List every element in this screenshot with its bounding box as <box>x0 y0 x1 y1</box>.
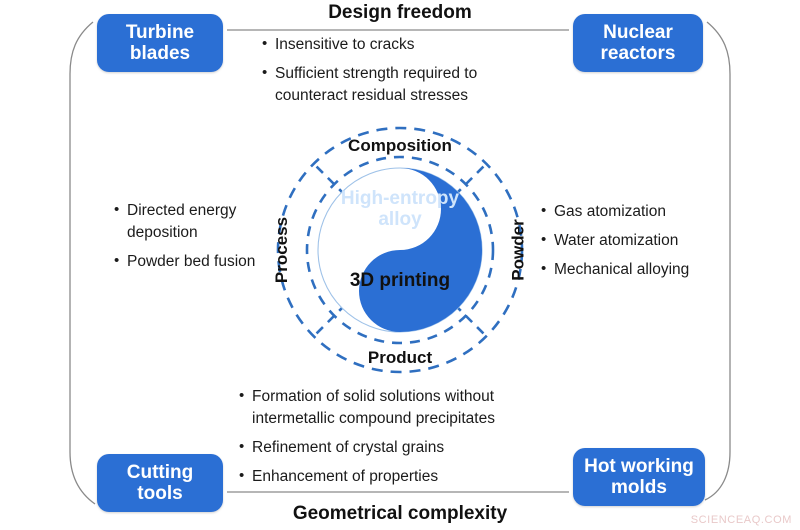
bullet-list-powder: Gas atomization Water atomization Mechan… <box>541 200 726 281</box>
sector-label-powder: Powder <box>508 219 527 281</box>
frame-left-edge <box>69 21 96 505</box>
heading-geometrical-complexity: Geometrical complexity <box>292 503 508 524</box>
outer-dashed-ring <box>276 126 524 374</box>
sector-label-composition: Composition <box>348 136 452 155</box>
box-turbine-blades[interactable]: Turbine blades <box>97 14 223 72</box>
core-label-high-entropy-alloy: High-entropy alloy <box>340 188 460 231</box>
box-nuclear-reactors-line2: reactors <box>600 43 676 64</box>
list-item: Insensitive to cracks <box>262 33 552 56</box>
box-nuclear-reactors-line1: Nuclear <box>603 21 673 43</box>
bullet-list-process: Directed energy deposition Powder bed fu… <box>114 199 284 273</box>
watermark: SCIENCEAQ.COM <box>690 514 792 526</box>
box-turbine-blades-line2: blades <box>129 43 191 64</box>
list-item: Powder bed fusion <box>114 250 284 273</box>
sector-label-product: Product <box>367 348 433 367</box>
bullet-list-design-freedom: Insensitive to cracks Sufficient strengt… <box>262 33 552 107</box>
box-turbine-blades-line1: Turbine <box>125 21 195 43</box>
box-cutting-tools-line1: Cutting <box>126 461 194 483</box>
bullet-list-product: Formation of solid solutions without int… <box>239 385 569 488</box>
list-item: Gas atomization <box>541 200 726 223</box>
center-wheel: Composition Product Process Powder High-… <box>272 122 528 378</box>
yin-yang-blue-half <box>359 168 482 332</box>
box-nuclear-reactors[interactable]: Nuclear reactors <box>573 14 703 72</box>
list-item: Formation of solid solutions without int… <box>239 385 569 430</box>
box-hot-working-molds[interactable]: Hot working molds <box>573 448 705 506</box>
box-cutting-tools[interactable]: Cutting tools <box>97 454 223 512</box>
core-label-3d-printing: 3D printing <box>349 270 451 291</box>
sector-label-process: Process <box>272 216 291 284</box>
list-item: Mechanical alloying <box>541 258 726 281</box>
list-item: Directed energy deposition <box>114 199 284 244</box>
inner-dashed-ring <box>305 155 495 345</box>
list-item: Sufficient strength required to countera… <box>262 62 552 107</box>
heading-design-freedom: Design freedom <box>328 2 472 23</box>
list-item: Refinement of crystal grains <box>239 436 569 459</box>
box-cutting-tools-line2: tools <box>137 483 183 504</box>
wheel-rings <box>276 126 524 374</box>
box-hot-working-molds-line1: Hot working <box>584 455 694 477</box>
list-item: Water atomization <box>541 229 726 252</box>
box-hot-working-molds-line2: molds <box>611 477 667 498</box>
list-item: Enhancement of properties <box>239 465 569 488</box>
